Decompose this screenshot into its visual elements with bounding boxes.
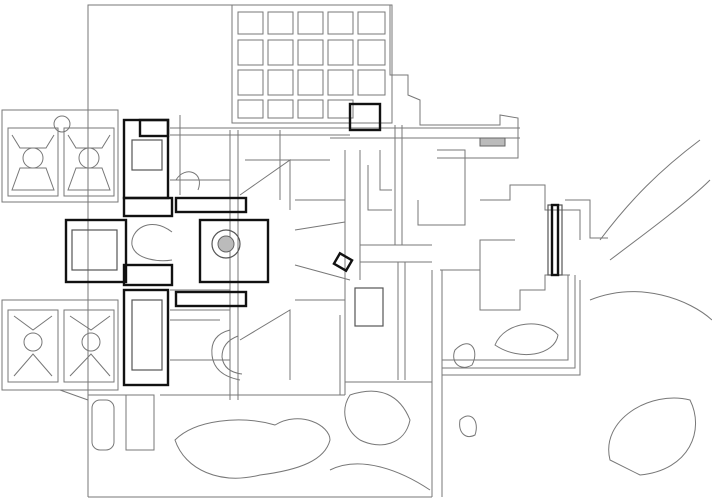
site-boundary-lines bbox=[87, 4, 608, 498]
parterre-bottom bbox=[1, 299, 119, 401]
parterre-top bbox=[1, 109, 119, 203]
garden-grid-squares bbox=[231, 4, 393, 124]
palace-main-wing bbox=[64, 102, 563, 387]
ponds bbox=[174, 139, 712, 491]
garden-paths bbox=[91, 171, 200, 451]
